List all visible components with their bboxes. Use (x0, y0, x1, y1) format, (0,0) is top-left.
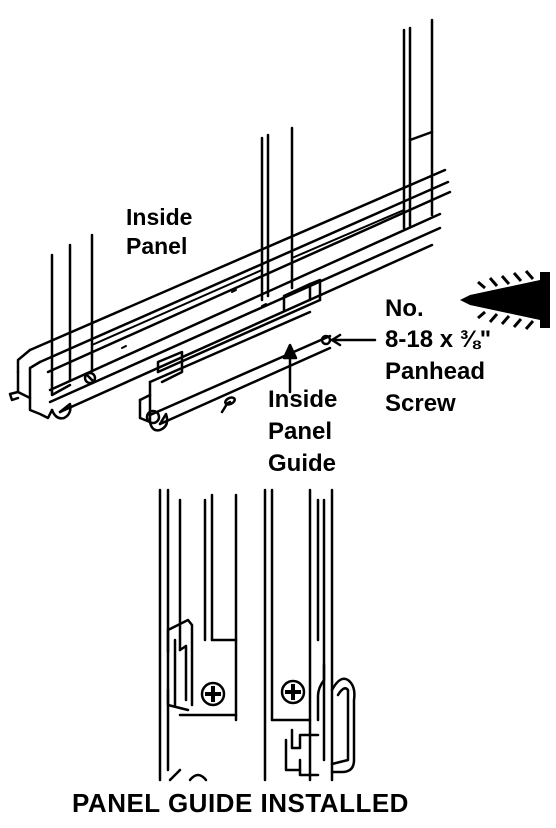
left-guide-clip (166, 618, 194, 712)
left-panel-frame (158, 488, 274, 782)
bottom-illustration (158, 488, 356, 782)
bottom-left-detail (168, 768, 208, 782)
guide-label-line3: Guide (268, 450, 337, 477)
panel-transition-lines (178, 638, 312, 722)
guide-leader-arrow (282, 343, 298, 394)
loose-screw (220, 396, 236, 414)
inside-panel-guide (138, 278, 332, 432)
guide-label-line2: Panel (268, 418, 333, 445)
right-panel-frame (308, 488, 334, 782)
screw-icon (460, 270, 550, 330)
screw-label-line2: 8-18 x ⅜" (385, 326, 492, 353)
rail-dash-marks (121, 289, 267, 349)
screw-label-line1: No. (385, 295, 424, 322)
outer-panel-right-post (402, 18, 434, 230)
inside-panel-glazing (91, 209, 405, 346)
inside-panel-middle-post (260, 126, 294, 302)
screw-label-line4: Screw (385, 390, 456, 417)
bottom-track-rail (8, 168, 452, 420)
inside-panel-label-line2: Panel (126, 233, 188, 259)
guide-screw (320, 333, 377, 347)
right-guide-clip (284, 663, 356, 777)
inside-panel-label-line1: Inside (126, 204, 193, 230)
top-illustration (8, 18, 452, 432)
screw-label-line3: Panhead (385, 358, 486, 385)
inside-panel-left-post (50, 233, 94, 397)
caption: PANEL GUIDE INSTALLED (72, 788, 409, 818)
guide-label-line1: Inside (268, 386, 338, 413)
phillips-screw-head-icon (200, 679, 306, 707)
